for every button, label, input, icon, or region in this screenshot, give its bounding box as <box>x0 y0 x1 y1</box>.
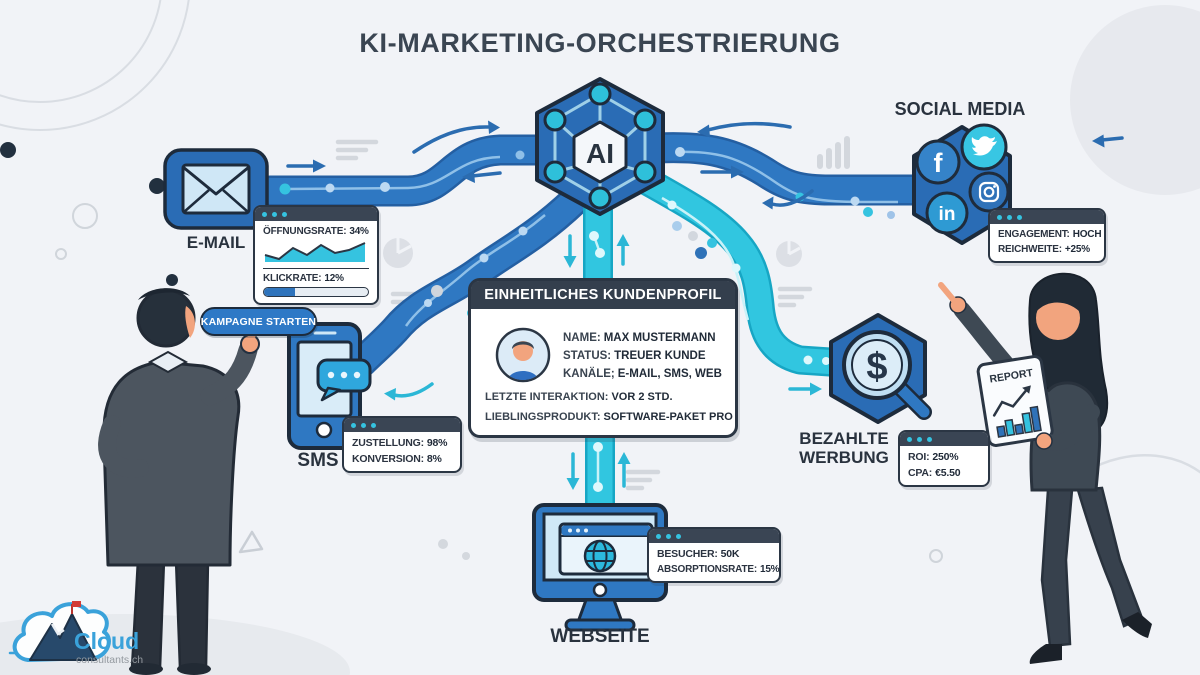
card-header <box>900 432 988 446</box>
email-stats-card: ÖFFNUNGSRATE:34% KLICKRATE:12% <box>253 205 379 305</box>
smartphone-icon <box>287 322 372 450</box>
person-man <box>98 288 261 675</box>
channel-label-ads-line2: WERBUNG <box>799 448 889 467</box>
stat-absorption: ABSORPTIONSRATE:15% <box>657 564 780 575</box>
instagram-icon <box>968 171 1010 213</box>
chat-bubble-icon <box>316 358 372 402</box>
ads-stats-card: ROI:250% CPA:€5.50 <box>898 430 990 487</box>
customer-profile-card: EINHEITLICHES KUNDENPROFIL NAME:MAX MUST… <box>468 278 738 438</box>
card-header <box>649 529 779 543</box>
stat-reach: REICHWEITE:+25% <box>998 244 1090 255</box>
window-dot-icon <box>361 422 366 428</box>
decor-dots <box>0 142 895 318</box>
card-header <box>344 418 460 432</box>
profile-card-header: EINHEITLICHES KUNDENPROFIL <box>471 281 735 309</box>
window-dot-icon <box>351 422 356 428</box>
window-dot-icon <box>656 533 661 539</box>
window-dot-icon <box>1017 214 1022 220</box>
sms-stats-card: ZUSTELLUNG:98% KONVERSION:8% <box>342 416 462 473</box>
window-dot-icon <box>262 211 267 217</box>
report-chart-icon: REPORT <box>976 354 1054 447</box>
flow-arrows <box>286 120 1124 490</box>
social-stats-card: ENGAGEMENT:HOCH REICHWEITE:+25% <box>988 208 1106 263</box>
twitter-icon <box>960 123 1008 171</box>
ai-hub-icon: AI <box>535 77 665 216</box>
channel-label-website: WEBSEITE <box>550 626 650 647</box>
profile-field-name: NAME:MAX MUSTERMANN <box>563 332 716 344</box>
page-title: KI-MARKETING-ORCHESTRIERUNG <box>359 28 841 58</box>
window-dot-icon <box>997 214 1002 220</box>
stat-conversion: KONVERSION:8% <box>352 453 442 465</box>
card-header <box>990 210 1104 224</box>
decor-bar-chart-icon <box>817 136 850 169</box>
brand-suffix: consultants.ch <box>76 654 143 666</box>
dollar-magnifier-icon: $ <box>829 313 932 424</box>
start-campaign-button[interactable]: KAMPAGNE STARTEN <box>200 307 317 336</box>
profile-field-status: STATUS:TREUER KUNDE <box>563 350 706 362</box>
click-rate-progress <box>263 287 369 297</box>
stat-delivery: ZUSTELLUNG:98% <box>352 437 448 449</box>
globe-icon <box>583 539 617 573</box>
brand-logo: Cloud consultants.ch <box>8 601 143 666</box>
channel-label-sms: SMS <box>297 450 339 471</box>
linkedin-icon: in <box>925 191 969 235</box>
website-stats-card: BESUCHER:50K ABSORPTIONSRATE:15% <box>647 527 781 583</box>
window-dot-icon <box>927 436 932 442</box>
social-media-cluster: f in <box>912 123 1012 245</box>
stat-engagement: ENGAGEMENT:HOCH <box>998 229 1102 240</box>
ai-hub-label: AI <box>586 138 614 169</box>
facebook-icon: f <box>915 139 961 185</box>
svg-text:f: f <box>934 148 944 178</box>
email-icon <box>163 148 269 230</box>
stat-cpa: CPA:€5.50 <box>908 467 961 479</box>
window-dot-icon <box>371 422 376 428</box>
flow-circuit-overlays <box>279 147 898 492</box>
stat-roi: ROI:250% <box>908 451 959 463</box>
decor-pie-icon <box>383 238 802 268</box>
stat-click-rate: KLICKRATE:12% <box>263 273 344 284</box>
channel-label-social: SOCIAL MEDIA <box>894 99 1026 119</box>
window-dot-icon <box>272 211 277 217</box>
avatar <box>495 327 551 383</box>
window-dot-icon <box>907 436 912 442</box>
card-header <box>255 207 377 221</box>
svg-text:in: in <box>939 204 956 225</box>
brand-name: Cloud <box>74 628 139 654</box>
profile-field-favorite-product: LIEBLINGSPRODUKT:SOFTWARE-PAKET PRO <box>485 411 733 423</box>
profile-field-channels: KANÄLE;E-MAIL, SMS, WEB <box>563 368 722 380</box>
window-dot-icon <box>917 436 922 442</box>
divider <box>263 268 369 269</box>
channel-label-ads-line1: BEZAHLTE <box>799 429 889 448</box>
profile-field-last-interaction: LETZTE INTERAKTION:VOR 2 STD. <box>485 391 673 403</box>
channel-label-email: E-MAIL <box>186 233 246 252</box>
svg-text:$: $ <box>866 346 887 388</box>
window-dot-icon <box>1007 214 1012 220</box>
open-rate-sparkline <box>264 242 366 262</box>
stat-visitors: BESUCHER:50K <box>657 548 740 560</box>
window-dot-icon <box>676 533 681 539</box>
stat-open-rate: ÖFFNUNGSRATE:34% <box>263 226 369 237</box>
window-dot-icon <box>282 211 287 217</box>
window-dot-icon <box>666 533 671 539</box>
person-woman: REPORT <box>938 272 1152 664</box>
